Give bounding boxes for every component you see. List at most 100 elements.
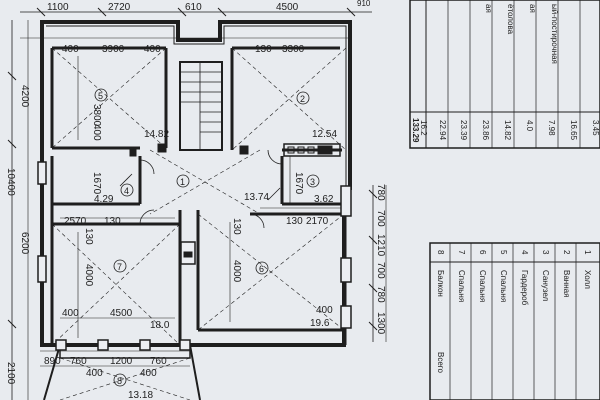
table-top-frame: [409, 0, 600, 149]
area-room5: 14.82: [144, 129, 169, 140]
area-room4: 4.29: [94, 194, 114, 205]
dim-inner-top-4: 130: [255, 44, 272, 55]
table-top-area-4: 4.0: [525, 120, 534, 132]
table-bottom-columns: [449, 243, 577, 400]
dim-right-1: 780: [375, 184, 386, 201]
row-name-3: Санузел: [541, 270, 550, 301]
row-num-1: 1: [583, 250, 592, 255]
row-num-7: 7: [457, 250, 466, 255]
dim-mid-3: 130: [286, 216, 303, 227]
dim-porch-3: 1200: [110, 356, 133, 367]
dim-porch-5: 400: [86, 368, 103, 379]
dim-left-1: 4200: [19, 85, 30, 108]
windows-left: [37, 161, 47, 283]
room-number-7: 7: [117, 262, 122, 272]
outer-wall: [40, 20, 352, 347]
room-number-8: 8: [117, 376, 122, 386]
room-number-3: 3: [310, 177, 315, 187]
stair-shaft: [179, 61, 223, 151]
room-number-5: 5: [98, 91, 103, 101]
table-top-area-2: 16.65: [569, 120, 578, 141]
explication-bottom-labels: 1 2 3 4 5 6 7 8 Холл Ванная Санузел Гард…: [436, 250, 592, 374]
dim-right-5: 780: [375, 286, 386, 303]
dim-room5-1: 3800: [91, 104, 102, 127]
dim-room4: 1670: [91, 172, 102, 195]
area-room3: 3.62: [314, 194, 334, 205]
table-top-area-6: 23.86: [481, 120, 490, 141]
row-name-8: Балкон: [436, 270, 445, 297]
dim-room7-2: 4000: [83, 264, 94, 287]
dim-left-3: 6200: [19, 232, 30, 255]
area-room7: 18.0: [150, 320, 170, 331]
table-top-area-8: 22.94: [438, 120, 447, 141]
table-top-area-7: 23.39: [459, 120, 468, 141]
dim-mid-1: 2570: [64, 216, 87, 227]
dim-top-4: 4500: [276, 2, 299, 13]
row-name-5: Спальня: [499, 270, 508, 302]
chimney-dot: [183, 251, 193, 258]
stair-steps: [180, 62, 222, 150]
dim-room6-1: 130: [231, 218, 242, 235]
dim-right-2: 700: [375, 210, 386, 227]
room-number-4: 4: [124, 186, 129, 196]
dim-mid-2: 130: [104, 216, 121, 227]
row-total-label: Всего: [436, 352, 445, 374]
dim-top-5: 910: [357, 0, 371, 8]
dim-room6-2: 4000: [231, 260, 242, 283]
dim-porch-6: 400: [140, 368, 157, 379]
room-number-1: 1: [180, 177, 185, 187]
dim-right-3: 1210: [375, 234, 386, 257]
bath-fixture: [283, 143, 341, 157]
dim-mid-4: 2170: [306, 216, 329, 227]
room-number-2: 2: [300, 94, 305, 104]
explication-table-bottom: [429, 242, 600, 400]
table-top-note-2: ая: [528, 4, 537, 13]
dim-porch-1: 890: [44, 356, 61, 367]
room-circles: [94, 88, 320, 387]
plan-labels: 1100 2720 610 4500 910 400 3900 400 130 …: [5, 0, 386, 400]
door-swings: [119, 149, 283, 229]
dim-left-2: 10400: [5, 168, 16, 196]
dim-room7-1: 130: [83, 228, 94, 245]
table-top-area-5: 14.82: [503, 120, 512, 141]
dim-bottom-3: 400: [316, 305, 333, 316]
dim-right-6: 1300: [375, 312, 386, 335]
row-num-4: 4: [520, 250, 529, 255]
dim-top-2: 2720: [108, 2, 131, 13]
porch-outline: [43, 344, 201, 400]
row-num-6: 6: [478, 250, 487, 255]
area-room6: 19.6: [310, 318, 330, 329]
row-num-5: 5: [499, 250, 508, 255]
floor-plan: [7, 7, 387, 400]
row-num-8: 8: [436, 250, 445, 255]
dim-inner-top-1: 400: [62, 44, 79, 55]
interior-walls: [50, 46, 342, 345]
row-name-2: Ванная: [562, 270, 571, 297]
row-name-6: Спальня: [478, 270, 487, 302]
porch-diagonals: [59, 357, 191, 400]
dim-porch-2: 760: [70, 356, 87, 367]
room-number-6: 6: [259, 264, 264, 274]
row-name-4: Гардероб: [520, 270, 529, 306]
dim-left-4: 2100: [5, 362, 16, 385]
table-top-note-3: ётолова: [506, 4, 515, 35]
table-top-area-1: 3.45: [591, 120, 600, 136]
table-top-columns: [447, 0, 581, 148]
bath-cells: [287, 146, 315, 154]
dim-inner-top-2: 3900: [102, 44, 125, 55]
dim-ticks: [7, 7, 378, 331]
windows-right: [340, 185, 352, 329]
dim-bottom-1: 400: [62, 308, 79, 319]
dim-inner-top-3: 400: [144, 44, 161, 55]
dim-right-4: 700: [375, 262, 386, 279]
explication-table-top: [409, 0, 600, 149]
row-name-7: Спальня: [457, 270, 466, 302]
porch-edge: [59, 345, 191, 359]
explication-top-labels: 3.45 16.65 7.98 4.0 14.82 23.86 23.39 22…: [411, 4, 600, 143]
area-porch: 13.18: [128, 390, 153, 400]
dim-porch-4: 760: [150, 356, 167, 367]
outer-wall-inner: [46, 25, 347, 345]
table-top-area-9: 16.2: [419, 120, 428, 136]
